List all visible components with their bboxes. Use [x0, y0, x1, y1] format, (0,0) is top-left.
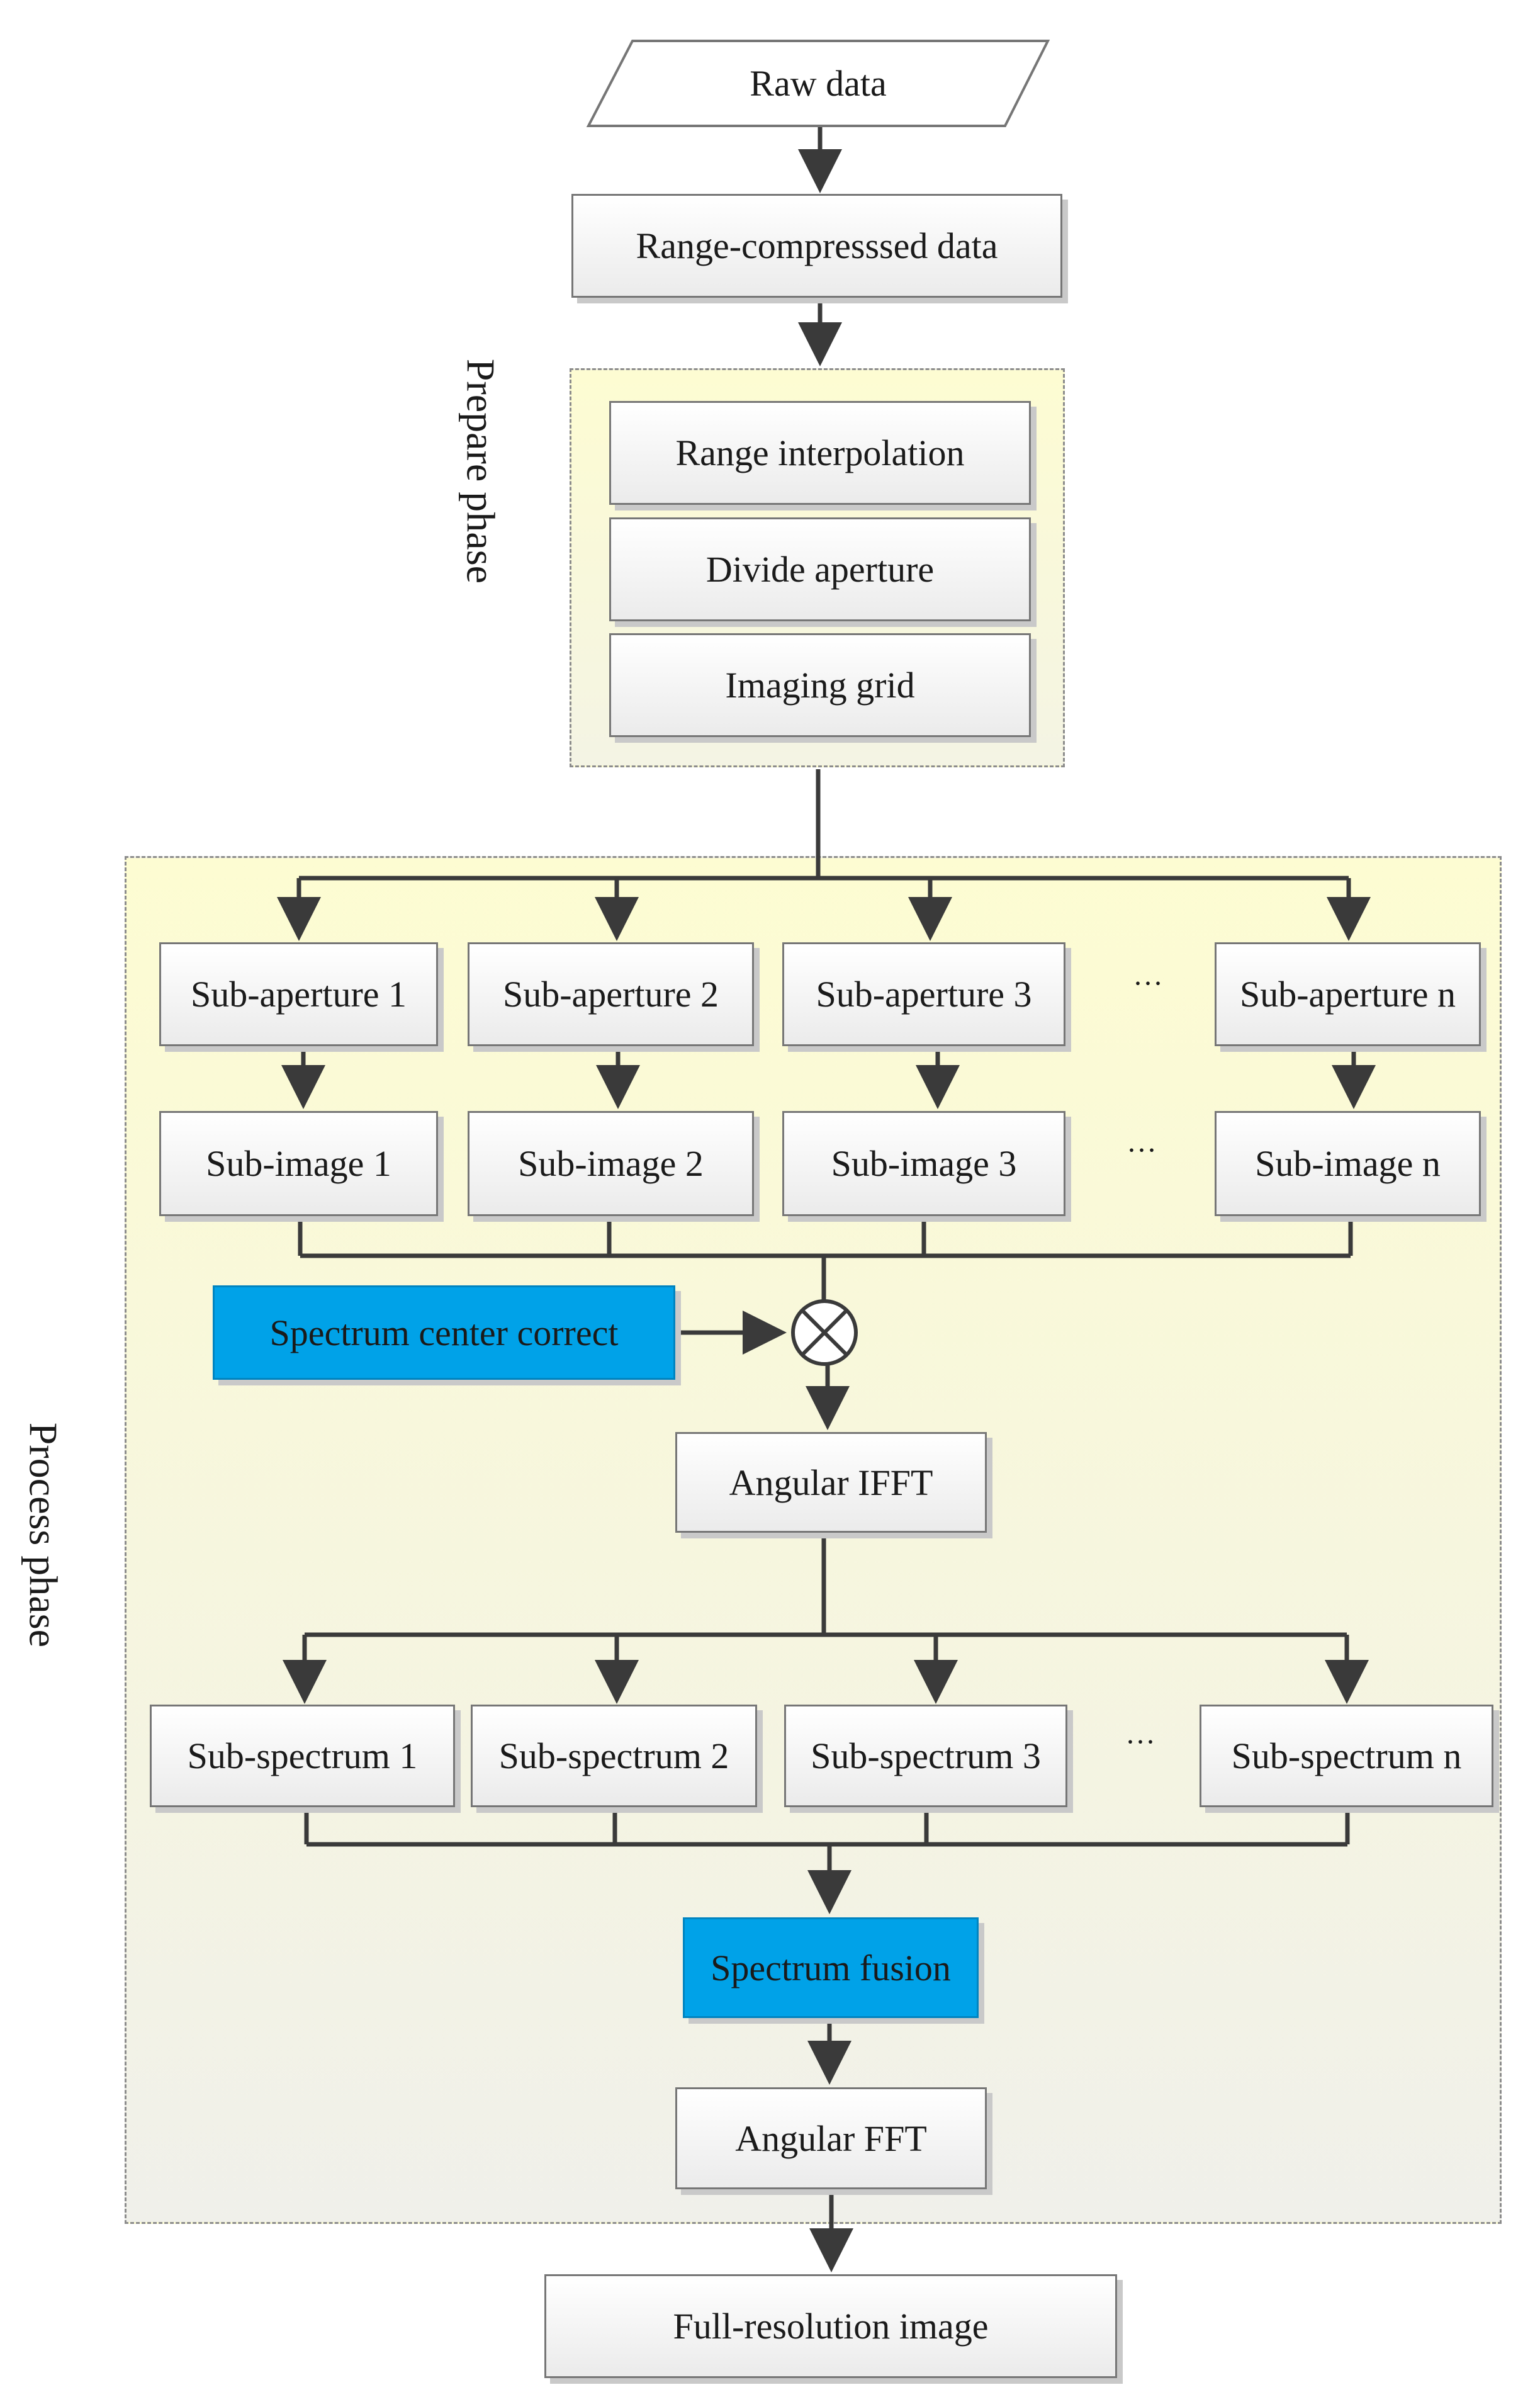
sub-image-2-node: Sub-image 2	[468, 1111, 754, 1216]
raw-data-node: Raw data	[750, 62, 887, 104]
sub-image-ellipsis: ···	[1127, 1134, 1157, 1167]
sub-spectrum-ellipsis: ···	[1125, 1725, 1155, 1759]
sub-spectrum-3-node: Sub-spectrum 3	[784, 1705, 1067, 1807]
sub-spectrum-n-node: Sub-spectrum n	[1200, 1705, 1493, 1807]
spectrum-fusion-node: Spectrum fusion	[683, 1917, 979, 2018]
sub-image-3-node: Sub-image 3	[782, 1111, 1065, 1216]
angular-fft-node: Angular FFT	[675, 2087, 987, 2189]
sub-aperture-n-node: Sub-aperture n	[1215, 942, 1481, 1046]
spectrum-center-correct-node: Spectrum center correct	[213, 1285, 675, 1380]
angular-ifft-node: Angular IFFT	[675, 1432, 987, 1533]
sub-spectrum-2-node: Sub-spectrum 2	[471, 1705, 757, 1807]
range-compressed-node: Range-compresssed data	[571, 194, 1062, 298]
raw-data-parallelogram	[586, 40, 1050, 127]
multiplier-cross-stroke-b	[801, 1309, 848, 1356]
range-interpolation-node: Range interpolation	[609, 401, 1031, 505]
process-phase-label: Process phase	[21, 1422, 66, 1647]
imaging-grid-node: Imaging grid	[609, 633, 1031, 737]
sub-aperture-3-node: Sub-aperture 3	[782, 942, 1065, 1046]
sub-image-1-node: Sub-image 1	[159, 1111, 438, 1216]
sub-image-n-node: Sub-image n	[1215, 1111, 1481, 1216]
full-resolution-image-node: Full-resolution image	[544, 2274, 1117, 2378]
sub-spectrum-1-node: Sub-spectrum 1	[150, 1705, 455, 1807]
sub-aperture-ellipsis: ···	[1133, 967, 1163, 1000]
prepare-phase-label: Prepare phase	[458, 358, 503, 584]
divide-aperture-node: Divide aperture	[609, 517, 1031, 621]
sub-aperture-1-node: Sub-aperture 1	[159, 942, 438, 1046]
sub-aperture-2-node: Sub-aperture 2	[468, 942, 754, 1046]
